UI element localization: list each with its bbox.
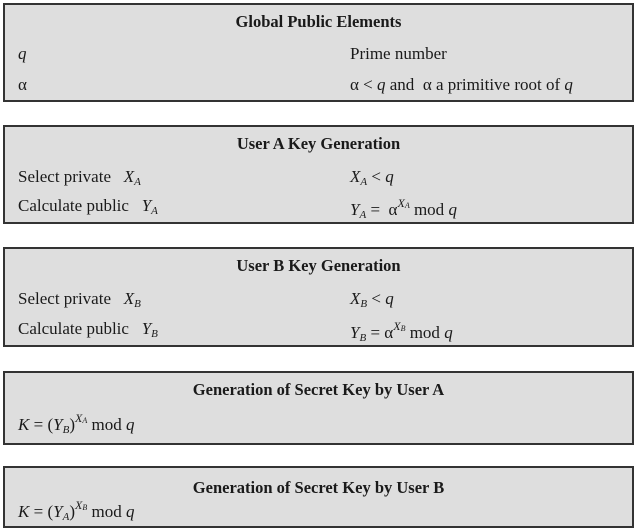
calculate-public-label: Calculate public YB (18, 319, 158, 340)
box-title: Generation of Secret Key by User B (192, 478, 445, 497)
select-private-label: Select private XA (18, 167, 141, 188)
secret-key-formula: K = (YA)XB mod q (18, 498, 135, 523)
private-key-condition: XA < q (350, 167, 394, 188)
var-alpha: α (18, 75, 27, 94)
private-key-condition: XB < q (350, 289, 394, 310)
user-b-key-generation-box: User B Key Generation Select private XB … (3, 247, 634, 347)
public-key-formula: YA = αXA mod q (350, 196, 457, 221)
box-title: Global Public Elements (235, 12, 402, 31)
global-public-elements-box: Global Public Elements q Prime number α … (3, 3, 634, 102)
box-title: Generation of Secret Key by User A (192, 380, 445, 399)
q-description: Prime number (350, 44, 447, 63)
select-private-label: Select private XB (18, 289, 141, 310)
box-title: User A Key Generation (236, 134, 401, 153)
box-title: User B Key Generation (236, 256, 401, 275)
secret-key-formula: K = (YB)XA mod q (18, 411, 135, 436)
var-q: q (18, 44, 27, 63)
public-key-formula: YB = αXB mod q (350, 319, 453, 344)
secret-key-user-a-box: Generation of Secret Key by User A K = (… (3, 371, 634, 445)
alpha-description: α < q and α a primitive root of q (350, 75, 573, 94)
calculate-public-label: Calculate public YA (18, 196, 158, 217)
user-a-key-generation-box: User A Key Generation Select private XA … (3, 125, 634, 224)
secret-key-user-b-box: Generation of Secret Key by User B K = (… (3, 466, 634, 528)
